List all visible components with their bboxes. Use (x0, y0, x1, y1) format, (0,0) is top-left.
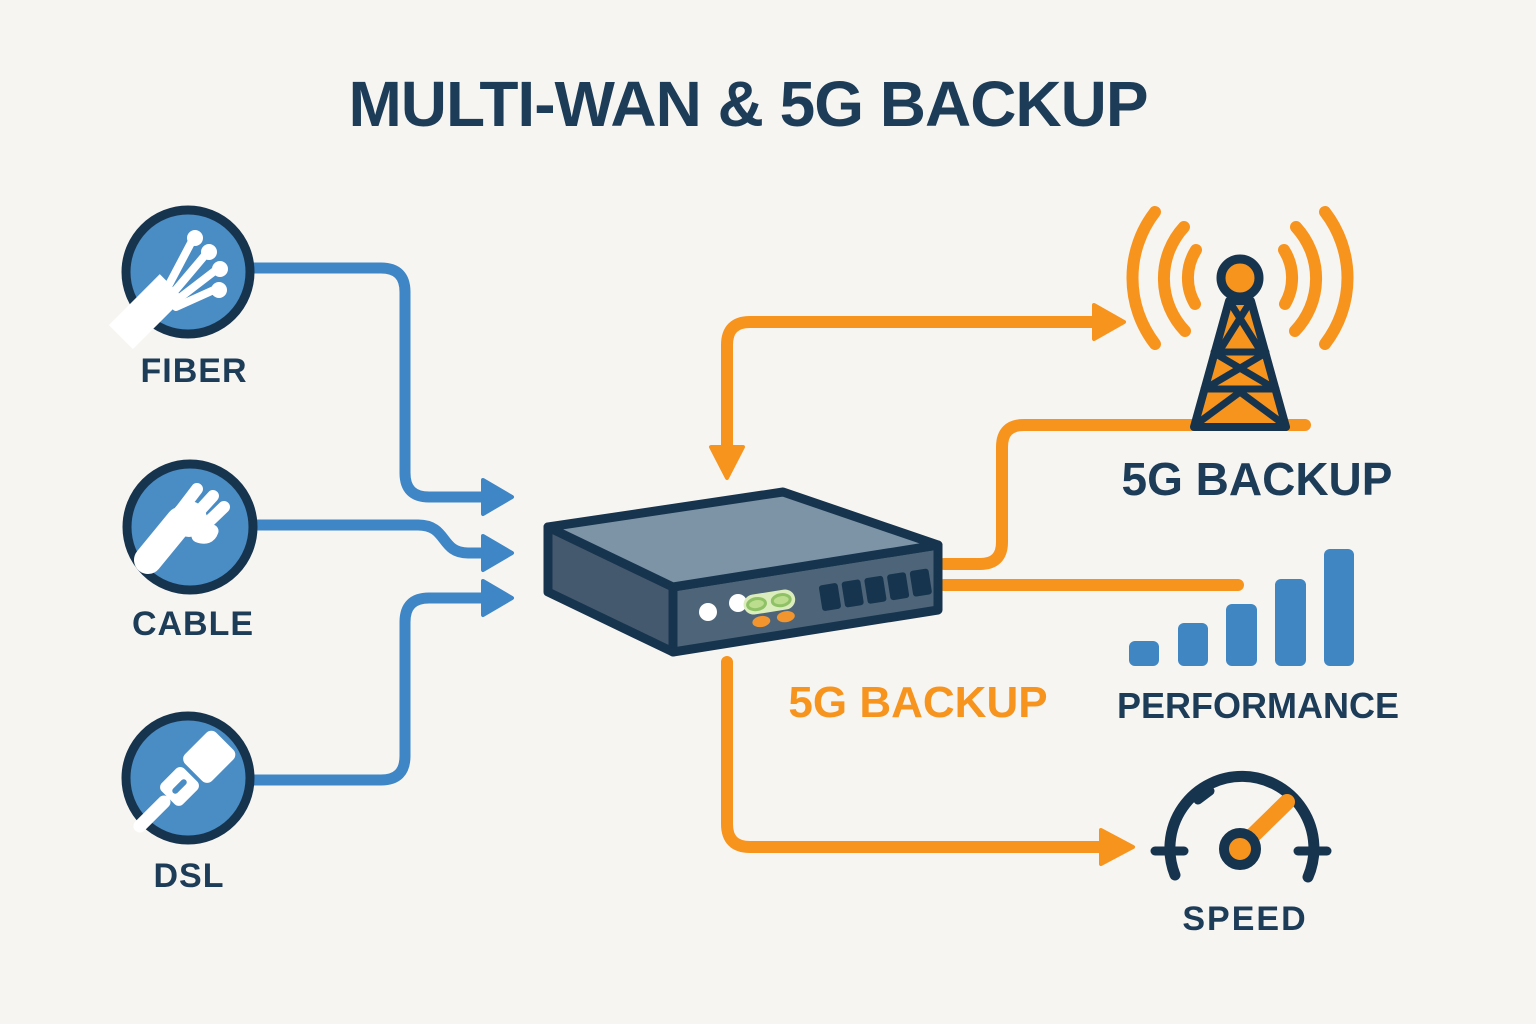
speedometer-hub (1219, 828, 1261, 870)
performance-bars-icon (1129, 549, 1354, 666)
fiber-strand-3 (169, 266, 220, 307)
router-ports (818, 568, 932, 611)
cable-line (250, 519, 488, 559)
fiber-arrowhead-icon (481, 478, 514, 516)
arrowhead-to-tower-icon (1092, 303, 1126, 341)
fiber-strand-1 (159, 237, 196, 300)
router-led-cluster (743, 589, 796, 628)
router-port-5 (909, 568, 932, 597)
fiber-line (248, 262, 488, 503)
speed-label: SPEED (1182, 900, 1308, 938)
dsl-icon (121, 711, 255, 845)
backup-path-label: 5G BACKUP (788, 678, 1048, 727)
router-led-green-2 (770, 593, 792, 608)
router-port-4 (887, 572, 910, 601)
tower-antenna-dome (1216, 254, 1264, 302)
dsl-plug-cable (133, 795, 171, 833)
cable-icon (122, 459, 258, 595)
wave-left-outer (1126, 206, 1161, 350)
wave-right-outer (1319, 206, 1354, 350)
performance-label: PERFORMANCE (1116, 685, 1400, 726)
router-tower-elbow-arrow (709, 303, 1126, 480)
cable-arrowhead-icon (481, 534, 514, 572)
dsl-line (248, 592, 488, 786)
router-port-1 (818, 583, 841, 611)
signal-waves-icon (1126, 206, 1354, 350)
performance-bar-1 (1129, 641, 1159, 666)
wave-left-mid (1157, 221, 1191, 337)
tower-ground-line (938, 419, 1311, 570)
router-speed-arrow (721, 656, 1135, 866)
fiber-strand-2 (164, 250, 210, 303)
cell-tower-icon (1190, 254, 1290, 431)
router-icon (543, 487, 943, 657)
router-led-orange-2 (776, 611, 795, 623)
tower-5g-backup-label: 5G BACKUP (1121, 453, 1393, 505)
speed-line (721, 656, 1106, 853)
router-tower-link-line (938, 419, 1311, 570)
fiber-connection-arrow (248, 262, 514, 516)
dsl-plug-head (183, 730, 236, 783)
page-title: MULTI-WAN & 5G BACKUP (348, 68, 1148, 140)
fiber-strand-4 (172, 285, 220, 311)
router-led-white-1 (699, 603, 717, 621)
arrowhead-to-speed-icon (1099, 828, 1135, 866)
fiber-icon (108, 205, 255, 350)
performance-bar-2 (1178, 623, 1208, 666)
speedometer-tick-upper (1193, 786, 1215, 805)
arrowhead-to-router-icon (709, 445, 745, 480)
dsl-label: DSL (153, 857, 225, 895)
cable-prong-3 (195, 501, 230, 535)
router-led-green-1 (746, 596, 767, 612)
router-led-white-2 (729, 594, 747, 612)
wave-right-inner (1278, 244, 1299, 310)
wave-right-mid (1289, 221, 1323, 337)
fiber-tip-2 (201, 244, 217, 260)
speedometer-icon (1150, 770, 1332, 883)
speedometer-dial (1164, 770, 1320, 883)
fiber-tip-3 (212, 261, 228, 277)
cable-connection-arrow (250, 519, 514, 572)
fiber-tip-4 (211, 282, 227, 298)
cable-prong-1 (175, 483, 203, 516)
cable-thumb (191, 524, 219, 544)
cable-prong-2 (186, 490, 219, 525)
cable-label: CABLE (131, 605, 255, 643)
fiber-tip-1 (187, 230, 203, 246)
router-top-face (543, 487, 943, 592)
tower-braces (1194, 300, 1286, 427)
router-port-2 (841, 579, 864, 608)
dsl-connection-arrow (248, 579, 514, 786)
dsl-plug (133, 730, 236, 833)
dsl-arrowhead-icon (481, 579, 514, 617)
router-port-3 (864, 575, 887, 604)
elbow-line (721, 316, 1100, 452)
performance-bar-3 (1226, 604, 1257, 666)
fiber-label: FIBER (140, 352, 248, 390)
performance-bar-4 (1275, 579, 1306, 666)
router-led-orange-1 (752, 615, 771, 628)
wave-left-inner (1181, 244, 1202, 310)
dsl-plug-notch (172, 779, 187, 794)
performance-bar-5 (1324, 549, 1354, 666)
